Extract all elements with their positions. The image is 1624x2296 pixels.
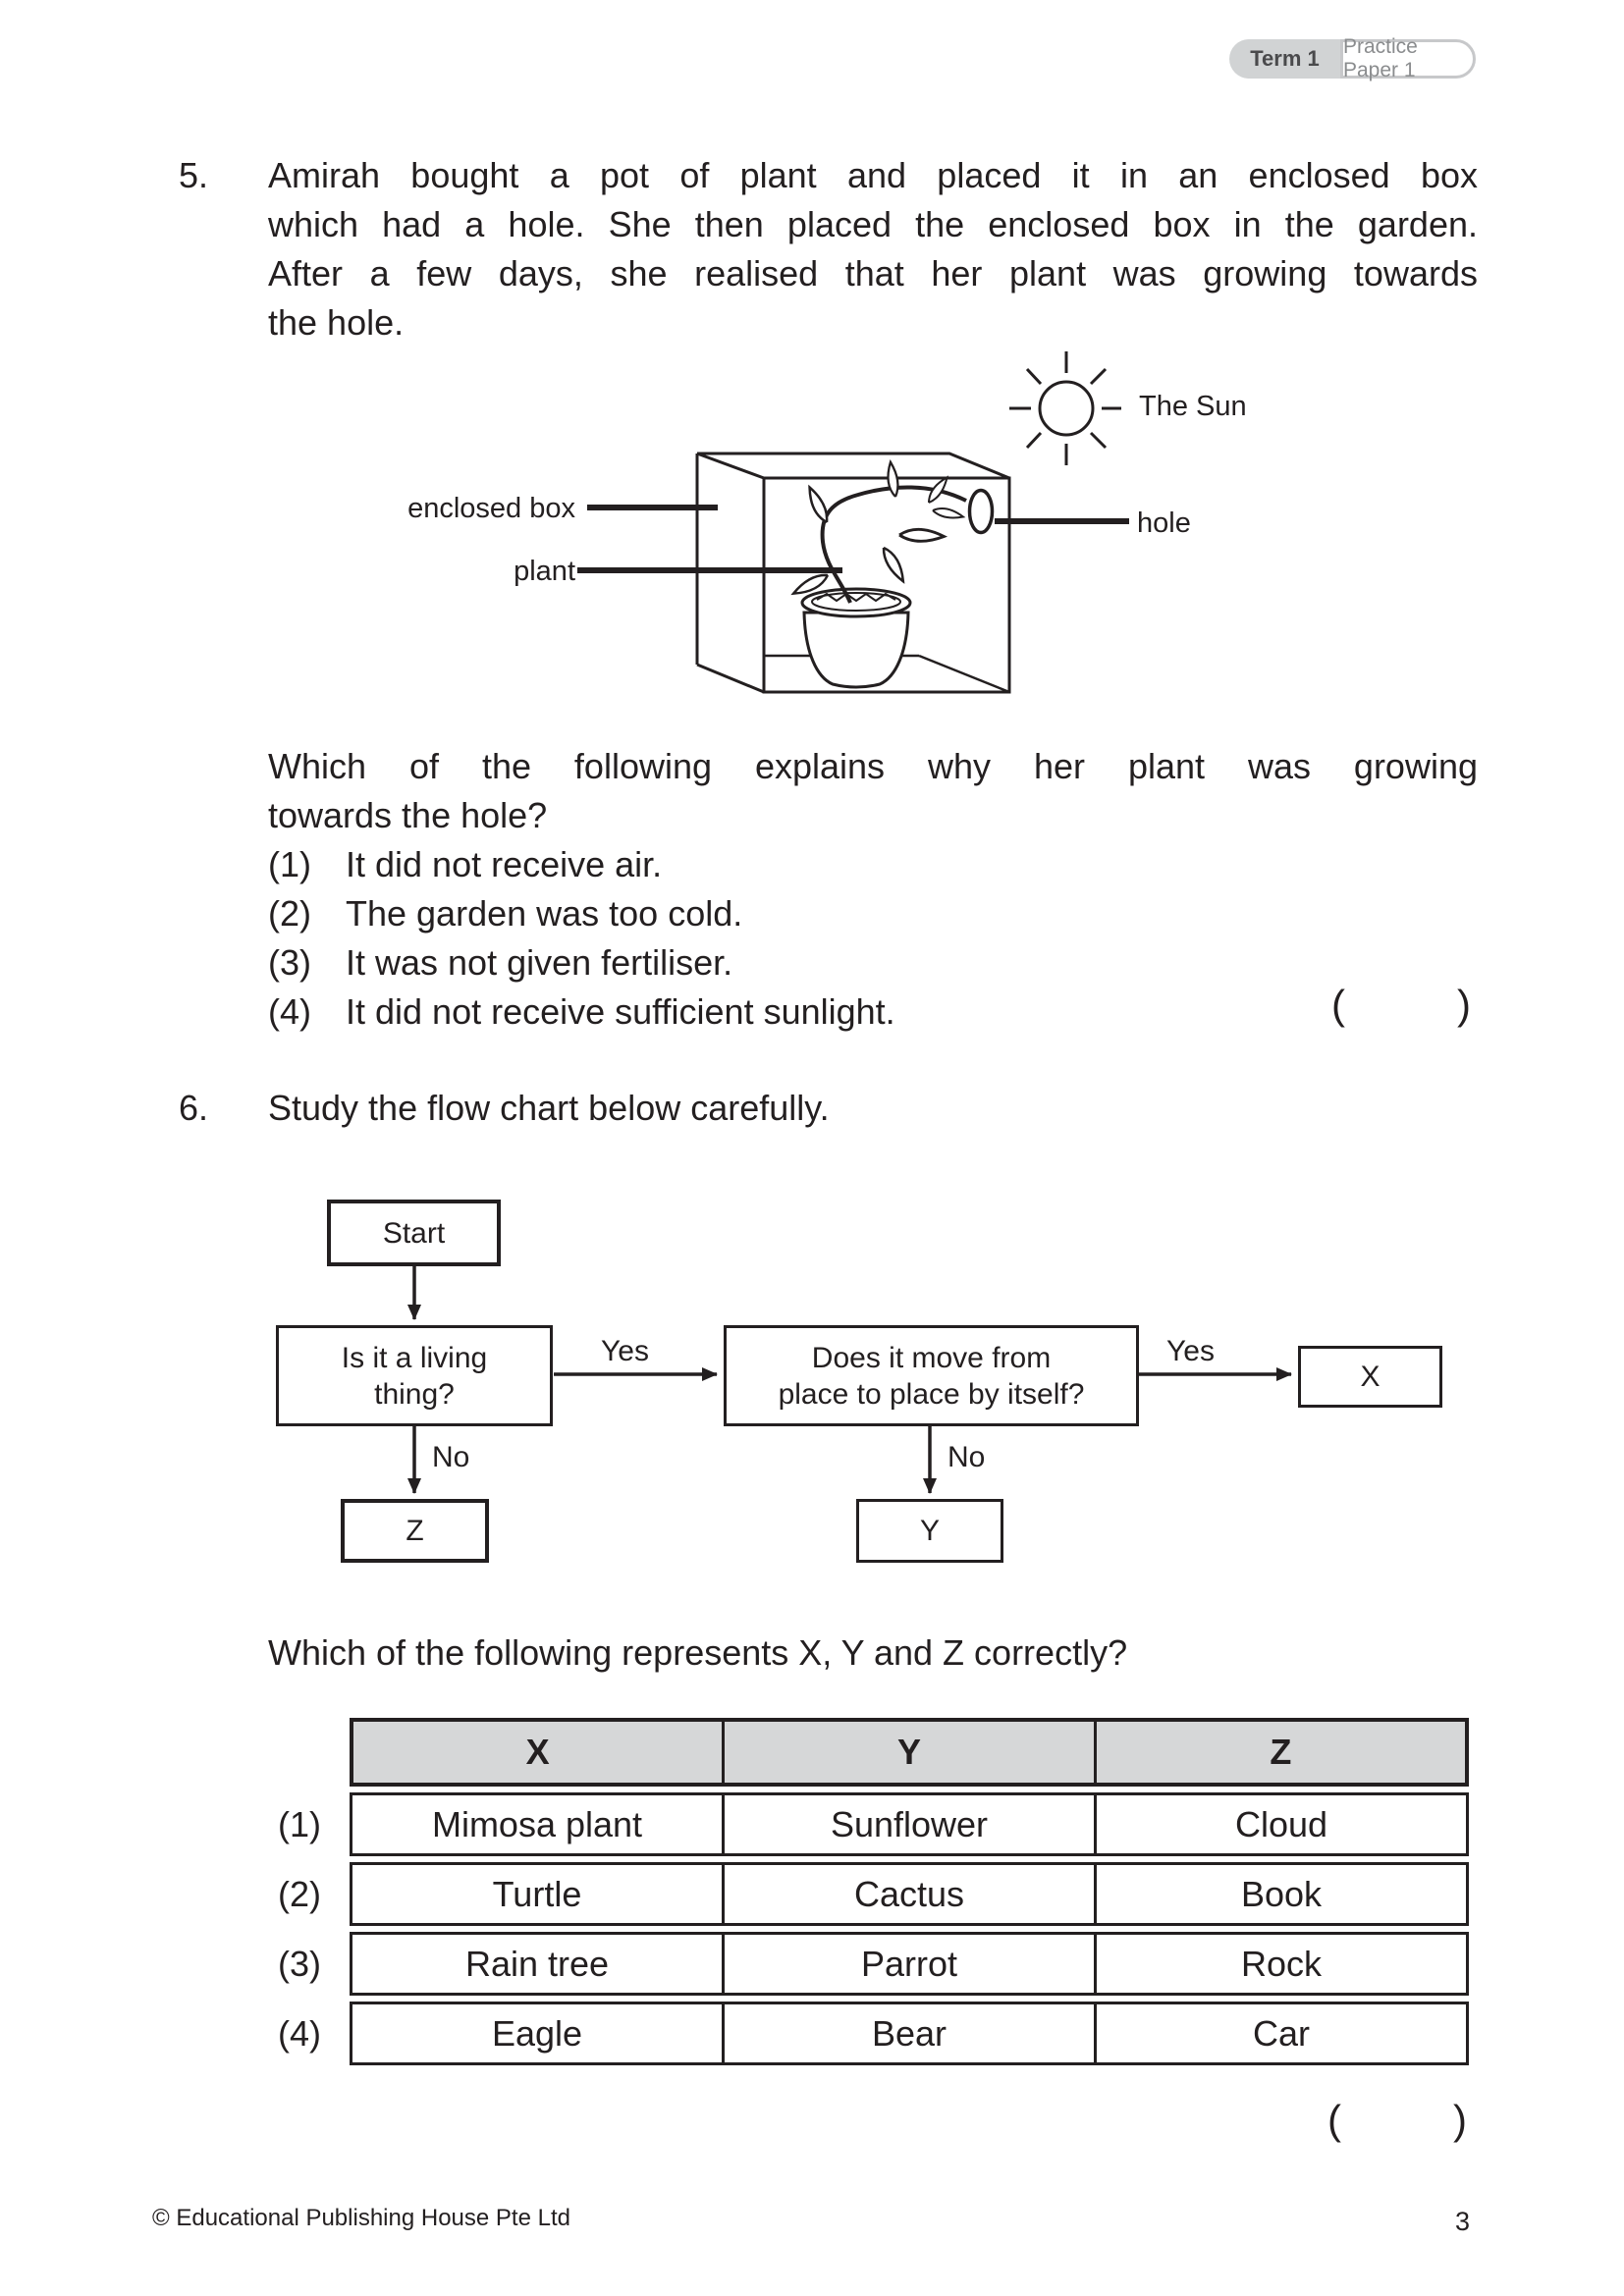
close-paren: ) xyxy=(1457,982,1471,1028)
diagram-label-lines xyxy=(577,505,1129,573)
flowchart-start-box: Start xyxy=(327,1200,501,1266)
z-label: Z xyxy=(406,1515,424,1547)
enclosed-box-label: enclosed box xyxy=(407,493,575,524)
open-paren: ( xyxy=(1327,2097,1341,2143)
term-badge: Term 1 xyxy=(1229,39,1340,79)
table-cell: Car xyxy=(1094,2004,1466,2062)
table-header-cell: Z xyxy=(1093,1722,1465,1783)
q5-option-label: (4) xyxy=(268,991,311,1032)
decision1-line: Is it a living xyxy=(341,1341,488,1374)
sun-label: The Sun xyxy=(1139,391,1247,422)
q5-paragraph-line: which had a hole. She then placed the en… xyxy=(268,204,1478,244)
q5-question-line: Which of the following explains why her … xyxy=(268,746,1478,786)
yes-label: Yes xyxy=(601,1335,649,1367)
q5-option-label: (2) xyxy=(268,893,311,934)
table-cell: Mimosa plant xyxy=(431,1803,643,1844)
page-number: 3 xyxy=(1455,2207,1471,2236)
decision2-line: place to place by itself? xyxy=(778,1377,1085,1411)
table-cell: Turtle xyxy=(492,1873,582,1914)
q6-question: Which of the following represents X, Y a… xyxy=(268,1632,1128,1673)
decision2-line: Does it move from xyxy=(811,1341,1052,1374)
hole-label: hole xyxy=(1137,507,1191,539)
flowchart-y-box: Y xyxy=(856,1499,1003,1563)
plant-drawing xyxy=(789,460,967,604)
table-cell: Cactus xyxy=(722,1865,1094,1923)
y-label: Y xyxy=(919,1515,940,1547)
table-header-row: X Y Z xyxy=(278,1718,1469,1787)
q6-answer-blank: ( ) xyxy=(1327,2097,1467,2144)
q5-option-label: (3) xyxy=(268,942,311,983)
plant-label: plant xyxy=(514,556,575,587)
table-row: (1) Mimosa plant Sunflower Cloud xyxy=(278,1792,1469,1856)
flowchart-decision2-box: Does it move from place to place by itse… xyxy=(724,1325,1139,1426)
paper-badge: Practice Paper 1 xyxy=(1340,35,1476,81)
flowchart-z-box: Z xyxy=(341,1499,489,1563)
table-header-cell: X xyxy=(353,1722,723,1783)
pot-drawing xyxy=(800,587,912,689)
q6-number: 6. xyxy=(179,1088,209,1128)
flowchart-start-label: Start xyxy=(382,1216,446,1250)
table-row: (4) Eagle Bear Car xyxy=(278,2002,1469,2065)
table-row-label xyxy=(278,1718,350,1787)
q5-number: 5. xyxy=(179,155,209,195)
table-cell: Cloud xyxy=(1094,1795,1466,1853)
q5-option-label: (1) xyxy=(268,844,311,884)
header-badge: Term 1 Practice Paper 1 xyxy=(1229,35,1476,81)
table-row: (2) Turtle Cactus Book xyxy=(278,1862,1469,1926)
table-cell: Rock xyxy=(1094,1935,1466,1993)
table-cell: Sunflower xyxy=(722,1795,1094,1853)
enclosed-box-drawing xyxy=(695,452,1011,694)
q5-option-text: The garden was too cold. xyxy=(346,893,743,934)
q5-paragraph-line: the hole. xyxy=(268,302,405,343)
q5-paragraph-line: Amirah bought a pot of plant and placed … xyxy=(268,155,1478,195)
table-cell: Book xyxy=(1094,1865,1466,1923)
open-paren: ( xyxy=(1331,982,1345,1028)
decision1-line: thing? xyxy=(374,1377,455,1411)
table-row-label: (2) xyxy=(278,1873,321,1914)
x-label: X xyxy=(1360,1361,1380,1393)
table-row-label: (1) xyxy=(278,1803,321,1844)
q6-intro: Study the flow chart below carefully. xyxy=(268,1088,830,1128)
table-row-label: (4) xyxy=(278,2012,321,2054)
table-cell: Rain tree xyxy=(464,1943,610,1984)
no-label: No xyxy=(432,1441,470,1473)
q5-question-line: towards the hole? xyxy=(268,795,548,835)
hole-ellipse xyxy=(967,488,995,535)
q5-option-text: It did not receive sufficient sunlight. xyxy=(346,991,895,1032)
q5-paragraph-line: After a few days, she realised that her … xyxy=(268,253,1478,294)
xyz-table: X Y Z (1) Mimosa plant Sunflower Cloud (… xyxy=(278,1718,1469,2071)
q5-option-text: It did not receive air. xyxy=(346,844,663,884)
flowchart-decision1-box: Is it a living thing? xyxy=(276,1325,553,1426)
table-cell: Bear xyxy=(722,2004,1094,2062)
flowchart-x-box: X xyxy=(1298,1346,1442,1408)
close-paren: ) xyxy=(1453,2097,1467,2143)
table-row: (3) Rain tree Parrot Rock xyxy=(278,1932,1469,1996)
table-header-cell: Y xyxy=(722,1722,1094,1783)
q5-answer-blank: ( ) xyxy=(1331,982,1471,1029)
footer-copyright: © Educational Publishing House Pte Ltd xyxy=(152,2205,570,2231)
yes-label: Yes xyxy=(1166,1335,1215,1367)
table-row-label: (3) xyxy=(278,1943,321,1984)
no-label: No xyxy=(947,1441,986,1473)
sun-icon xyxy=(1009,351,1121,465)
q5-option-text: It was not given fertiliser. xyxy=(346,942,733,983)
table-cell: Eagle xyxy=(491,2012,583,2054)
table-cell: Parrot xyxy=(722,1935,1094,1993)
